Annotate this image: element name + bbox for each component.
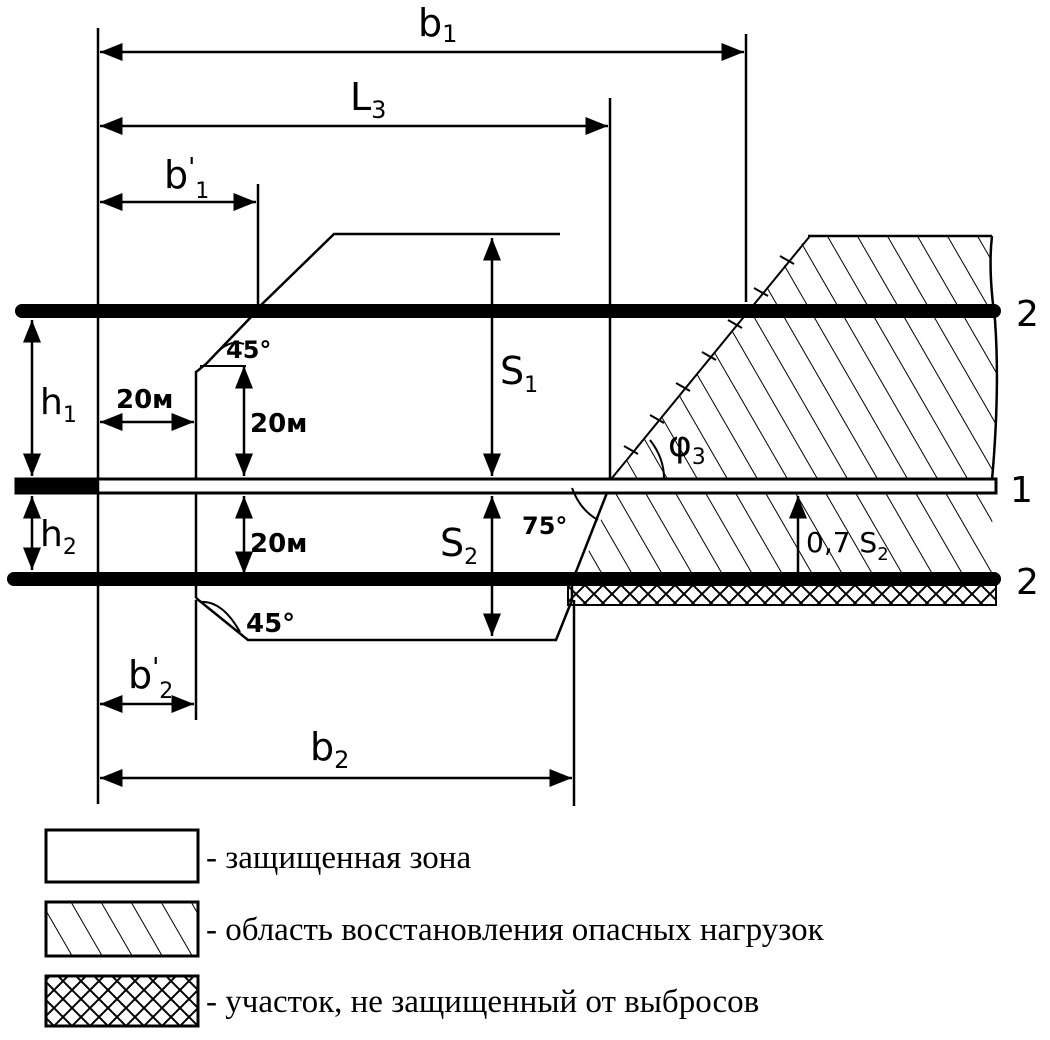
lower-notch [195,582,574,642]
legend-text-crosshatch: - участок, не защищенный от выбросов [206,984,759,1020]
legend-text-protected: - защищенная зона [206,840,471,876]
label-h2: h2 [40,514,77,560]
angle-45-bottom-arc [199,600,241,633]
angle-75-arc [571,487,599,521]
label-b1: b1 [418,1,457,48]
label-seam-middle: 1 [1010,470,1033,511]
label-b1-prime: b'1 [164,153,209,204]
label-20m-lower: 20м [250,529,307,559]
angle-45-top-arc [211,341,245,359]
label-20m-upper: 20м [250,409,307,439]
phi3-arc [649,439,665,479]
label-S1: S1 [500,349,538,398]
legend-swatch-hatch [44,900,200,958]
label-S2: S2 [440,521,478,570]
protected-zone-outline [257,232,560,309]
label-seam-top: 2 [1016,294,1039,335]
upper-region-right-edge [989,235,999,481]
label-20m-horizontal: 20м [116,385,173,415]
label-b2-prime: b'2 [128,653,173,704]
label-h1: h1 [40,382,77,428]
phi3-slope-ticks [623,255,795,455]
legend-swatch-protected [44,828,200,884]
label-phi3: φ3 [668,424,706,470]
label-seam-bottom: 2 [1016,562,1039,603]
upper-hatched-region [612,236,997,480]
label-angle-45-top: 45° [226,336,271,364]
seam-middle-left-thick [16,479,98,493]
slope-75-line [570,479,614,583]
label-L3: L3 [350,75,386,124]
label-b2: b2 [310,725,349,774]
legend: - защищенная зона - область восстановлен… [44,828,825,1028]
unprotected-strip [567,584,997,606]
seam-middle [14,477,998,495]
legend-text-hatch: - область восстановления опасных нагрузо… [206,912,825,948]
label-angle-75: 75° [522,512,567,540]
label-0.7S2: 0,7 S2 [806,526,889,565]
lower-hatched-region [578,492,994,578]
legend-swatch-crosshatch [44,974,200,1028]
label-angle-45-bottom: 45° [246,609,295,639]
